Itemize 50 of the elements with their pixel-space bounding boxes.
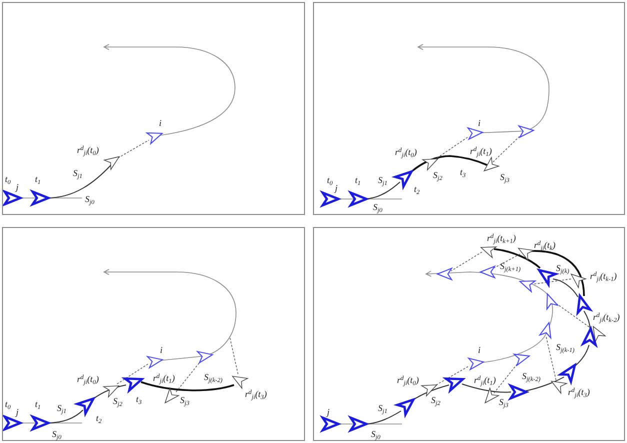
- math-label: r$^{d}$$_{ji}$(t$_{3}$): [568, 387, 590, 397]
- math-label: t$_{1}$: [35, 399, 41, 409]
- math-label: S$_{j1}$: [378, 403, 388, 413]
- math-label: r$^{d}$$_{ji}$(t$_{1}$): [153, 373, 175, 383]
- math-label: S$_{j0}$: [373, 202, 382, 212]
- math-label: t$_{2}$: [414, 184, 420, 194]
- math-label: r$^{d}$$_{ji}$(t$_{k-2}$): [593, 312, 620, 322]
- math-label: t$_{0}$: [327, 175, 333, 185]
- math-label: t$_{0}$: [5, 399, 11, 409]
- math-label: t$_{3}$: [460, 167, 466, 177]
- math-label: t$_{2}$: [96, 413, 102, 423]
- math-label: r$^{d}$$_{ji}$(t$_{0}$): [77, 374, 99, 384]
- math-label: j: [327, 407, 330, 417]
- math-label: t$_{1}$: [355, 175, 361, 185]
- math-label: S$_{j(k)}$: [556, 263, 570, 273]
- math-label: j: [16, 407, 19, 417]
- math-label: S$_{j(k-1)}$: [556, 342, 574, 352]
- math-label: r$^{d}$$_{ji}$(t$_{k-1}$): [590, 271, 617, 281]
- math-label: S$_{j2}$: [433, 170, 442, 180]
- math-label: r$^{d}$$_{ji}$(t$_{0}$): [397, 375, 419, 385]
- math-label: r$^{d}$$_{ji}$(t$_{1}$): [470, 146, 492, 156]
- math-label: r$^{d}$$_{ji}$(t$_{1}$): [474, 375, 496, 385]
- math-label: S$_{j(k+1)}$: [500, 261, 521, 271]
- math-label: S$_{j2}$: [431, 395, 440, 405]
- math-label: S$_{j3}$: [500, 172, 510, 182]
- math-label: r$^{d}$$_{ji}$(t$_{0}$): [395, 147, 417, 157]
- math-label: j: [335, 183, 338, 193]
- math-label: r$^{d}$$_{ji}$(t$_{0}$): [77, 145, 99, 155]
- math-label: t$_{3}$: [136, 394, 142, 404]
- math-label: i: [159, 118, 162, 128]
- math-label: r$^{d}$$_{ji}$(t$_{3}$): [245, 389, 267, 399]
- math-label: r$^{d}$$_{ji}$(t$_{k+1}$): [487, 233, 516, 243]
- math-label: t$_{1}$: [35, 174, 41, 184]
- math-label: i: [160, 345, 163, 355]
- math-label: S$_{j3}$: [180, 395, 190, 405]
- math-label: S$_{j0}$: [52, 429, 62, 439]
- math-label: i: [478, 118, 481, 128]
- math-label: j: [16, 182, 19, 192]
- math-label: S$_{j1}$: [378, 175, 388, 185]
- math-label: t$_{0}$: [5, 174, 11, 184]
- math-label: i: [478, 345, 481, 355]
- math-label: S$_{j1}$: [57, 403, 66, 413]
- math-label: r$^{d}$$_{ji}$(t$_{k}$): [534, 240, 556, 250]
- math-label: S$_{j2}$: [113, 396, 122, 406]
- math-label: S$_{j(k-2)}$: [204, 372, 222, 382]
- math-label: S$_{j1}$: [73, 168, 82, 178]
- math-label: S$_{j0}$: [371, 429, 380, 439]
- math-label: S$_{j3}$: [499, 397, 508, 407]
- math-label: S$_{j(k-2)}$: [522, 371, 540, 381]
- math-label: S$_{j0}$: [85, 194, 94, 204]
